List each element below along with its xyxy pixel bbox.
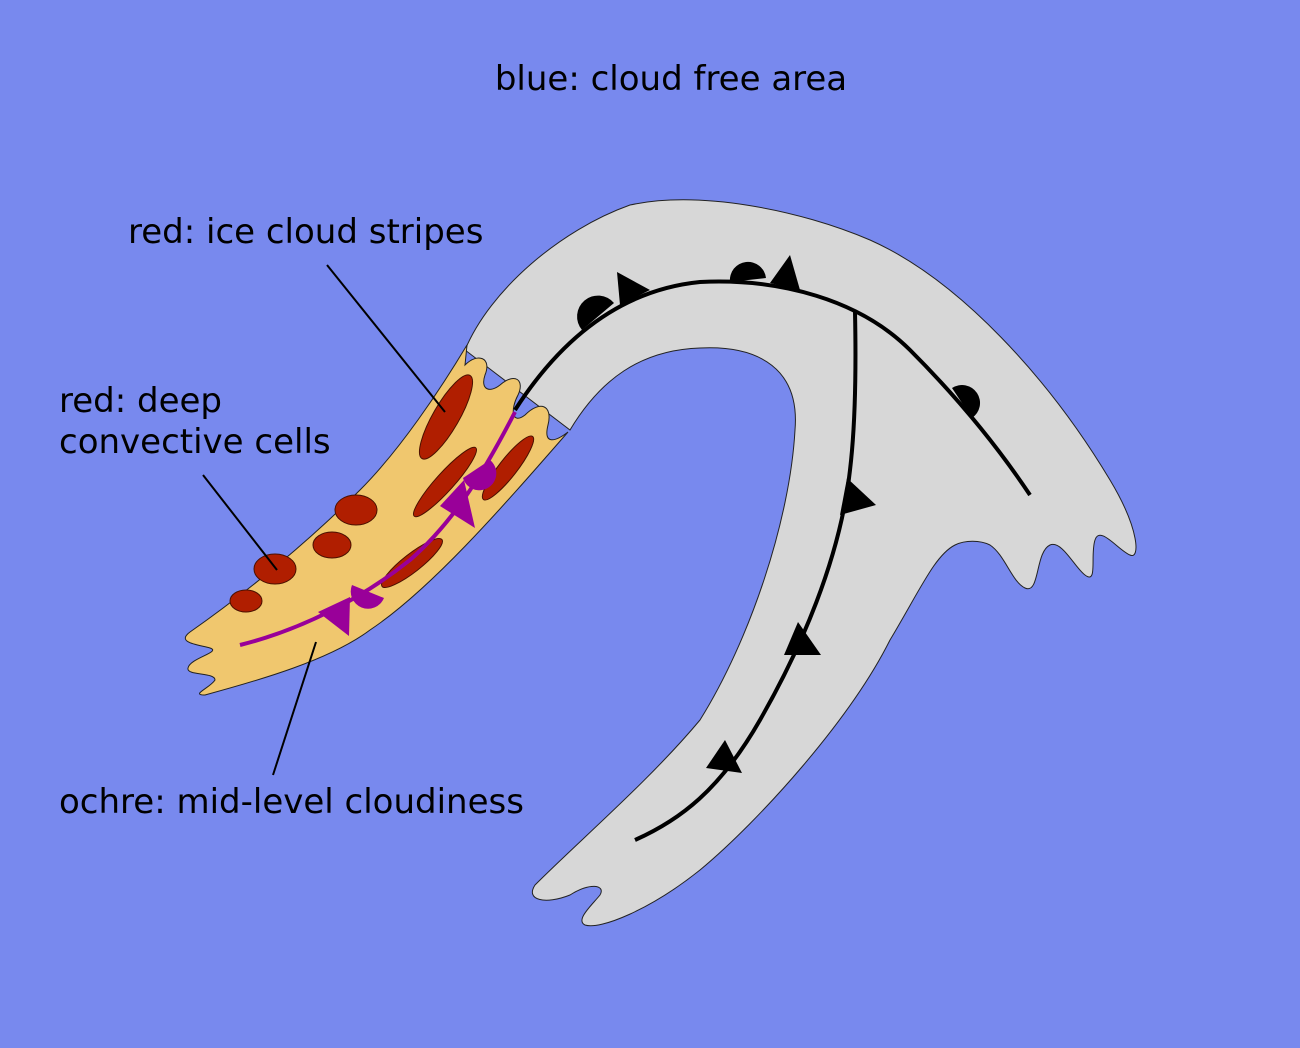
leader-lines (202, 264, 446, 776)
grey-cloud-band (464, 199, 1137, 927)
ice-stripes-leader (326, 264, 446, 413)
mid-level-leader (272, 641, 317, 776)
ice-cloud-stripes (381, 374, 535, 588)
label-ice-stripes: red: ice cloud stripes (128, 212, 483, 252)
upper-level-front (239, 411, 517, 647)
label-mid-level: ochre: mid-level cloudiness (59, 782, 524, 822)
label-deep-convective-2: convective cells (59, 422, 331, 462)
label-cloud-free: blue: cloud free area (495, 59, 847, 99)
cold-front (634, 311, 876, 842)
convective-leader (202, 474, 278, 571)
label-deep-convective-1: red: deep (59, 381, 222, 421)
occluded-front (513, 255, 1032, 497)
